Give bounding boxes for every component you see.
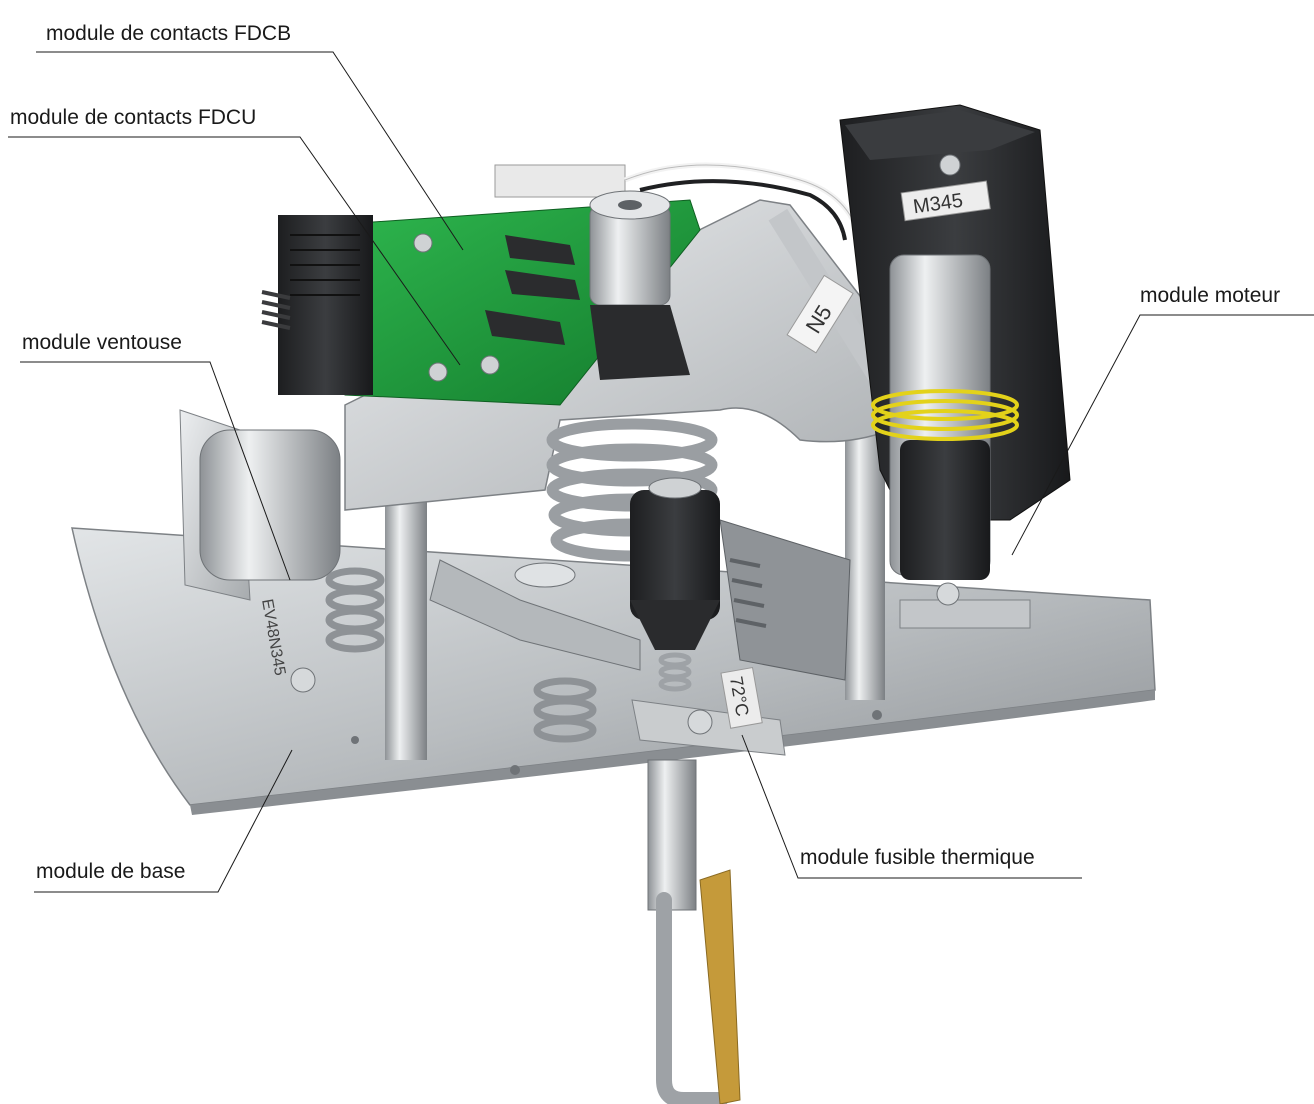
device-illustration: EV48N345 N5	[71, 104, 1156, 1104]
motor-top-screw	[939, 154, 961, 176]
callout-fdcu: module de contacts FDCU	[8, 106, 461, 366]
yellow-coil	[871, 389, 1019, 441]
base-screws	[290, 667, 713, 735]
drive-shaft	[647, 759, 697, 911]
plate-label-tag	[786, 274, 854, 354]
micro-switches	[485, 235, 580, 345]
callout-ventouse: module ventouse	[20, 331, 291, 581]
lever-pivot	[514, 562, 576, 588]
lever-arm	[429, 559, 641, 671]
fuse-spring	[658, 652, 692, 692]
shaft-bracket	[699, 869, 741, 1104]
leader-fdcb	[36, 51, 464, 251]
callout-ventouse-label: module ventouse	[22, 331, 182, 354]
top-bushing	[589, 204, 671, 306]
motor-label-tag	[900, 180, 991, 222]
callout-fdcu-label: module de contacts FDCU	[10, 106, 256, 129]
pcb-connector	[278, 215, 373, 395]
bushing-collar	[590, 305, 690, 380]
leader-ventouse	[20, 361, 291, 581]
fuse-nut	[648, 477, 702, 499]
gear-sector	[719, 519, 851, 681]
callout-fdcb-label: module de contacts FDCB	[46, 22, 291, 45]
callout-base: module de base	[34, 749, 293, 893]
gear-teeth	[729, 558, 767, 628]
fuse-tip	[630, 600, 720, 650]
leader-moteur	[1011, 314, 1314, 556]
motor-bracket	[899, 599, 1031, 629]
callout-base-label: module de base	[36, 860, 185, 883]
top-bushing-hole	[618, 200, 642, 210]
callout-moteur-label: module moteur	[1140, 284, 1280, 307]
callout-fusible-label: module fusible thermique	[800, 846, 1035, 869]
callout-moteur: module moteur	[1011, 284, 1314, 556]
motor-lower-body	[900, 440, 990, 580]
fuse-label-tag	[720, 666, 763, 729]
pcb-white-connector	[494, 164, 626, 198]
callout-fdcb: module de contacts FDCB	[36, 22, 464, 251]
leader-base	[34, 749, 293, 893]
base-plate-edge	[190, 690, 1155, 815]
motor-housing-top	[845, 110, 1035, 160]
left-springs	[325, 567, 597, 743]
contact-pins	[261, 290, 291, 330]
pcb-screws	[413, 233, 500, 382]
fuse-body	[630, 490, 720, 620]
shaft-hook	[656, 892, 728, 1104]
leader-fusible	[741, 734, 1082, 879]
base-holes	[351, 710, 882, 775]
ventouse-cylinder	[199, 429, 341, 581]
callout-fusible: module fusible thermique	[741, 734, 1082, 879]
motor-bottom-screw	[936, 582, 960, 606]
black-cable	[639, 179, 847, 241]
leader-fdcu	[8, 136, 461, 366]
